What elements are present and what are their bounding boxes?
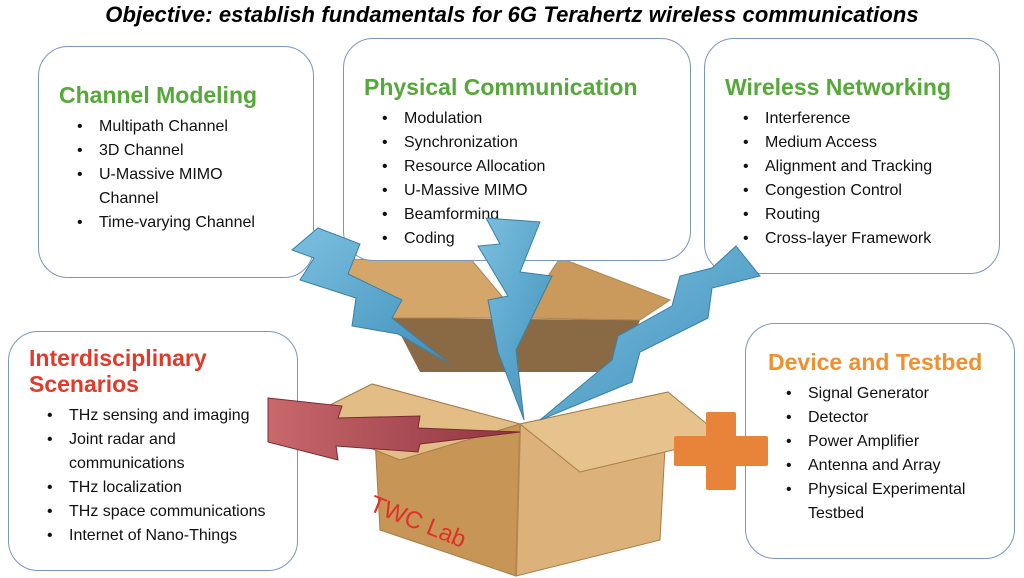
list-item: THz sensing and imaging [45, 404, 297, 428]
list-item: Routing [741, 203, 999, 227]
list-item: Antenna and Array [784, 454, 1014, 478]
lightning-bolt-icon [267, 397, 521, 461]
list-item: Modulation [380, 107, 690, 131]
card-wireless-networking: Wireless Networking Interference Medium … [704, 38, 1000, 274]
list-item: Power Amplifier [784, 430, 1014, 454]
card-list-physical-communication: Modulation Synchronization Resource Allo… [364, 107, 690, 251]
list-item: Interference [741, 107, 999, 131]
card-title-device-and-testbed: Device and Testbed [768, 349, 983, 375]
card-title-interdisciplinary-scenarios: Interdisciplinary Scenarios [29, 345, 207, 397]
list-item: Time-varying Channel [75, 211, 313, 235]
list-item: U-Massive MIMO [380, 179, 690, 203]
list-item: Alignment and Tracking [741, 155, 999, 179]
list-item: Medium Access [741, 131, 999, 155]
list-item: Coding [380, 227, 690, 251]
page-title: Objective: establish fundamentals for 6G… [105, 2, 919, 27]
card-title-physical-communication: Physical Communication [364, 74, 638, 100]
card-device-and-testbed: Device and Testbed Signal Generator Dete… [745, 323, 1015, 559]
list-item: Joint radar and communications [45, 428, 239, 476]
card-list-wireless-networking: Interference Medium Access Alignment and… [725, 107, 999, 251]
list-item: Beamforming [380, 203, 690, 227]
card-physical-communication: Physical Communication Modulation Synchr… [343, 38, 691, 261]
list-item: Synchronization [380, 131, 690, 155]
list-item: Congestion Control [741, 179, 999, 203]
list-item: Signal Generator [784, 382, 1014, 406]
card-title-channel-modeling: Channel Modeling [59, 82, 258, 108]
list-item: Detector [784, 406, 1014, 430]
list-item: Resource Allocation [380, 155, 690, 179]
list-item: Internet of Nano-Things [45, 524, 297, 548]
card-list-device-and-testbed: Signal Generator Detector Power Amplifie… [768, 382, 1014, 526]
list-item: U-Massive MIMO Channel [75, 163, 249, 211]
list-item: Cross-layer Framework [741, 227, 999, 251]
card-channel-modeling: Channel Modeling Multipath Channel 3D Ch… [38, 46, 314, 278]
card-title-wireless-networking: Wireless Networking [725, 74, 952, 100]
list-item: Physical Experimental Testbed [784, 478, 998, 526]
list-item: Multipath Channel [75, 115, 313, 139]
box-label: TWC Lab [366, 491, 470, 554]
list-item: THz localization [45, 476, 297, 500]
list-item: 3D Channel [75, 139, 313, 163]
card-interdisciplinary-scenarios: Interdisciplinary Scenarios THz sensing … [8, 331, 298, 571]
list-item: THz space communications [45, 500, 297, 524]
card-list-channel-modeling: Multipath Channel 3D Channel U-Massive M… [59, 115, 313, 235]
card-list-interdisciplinary-scenarios: THz sensing and imaging Joint radar and … [29, 404, 297, 548]
